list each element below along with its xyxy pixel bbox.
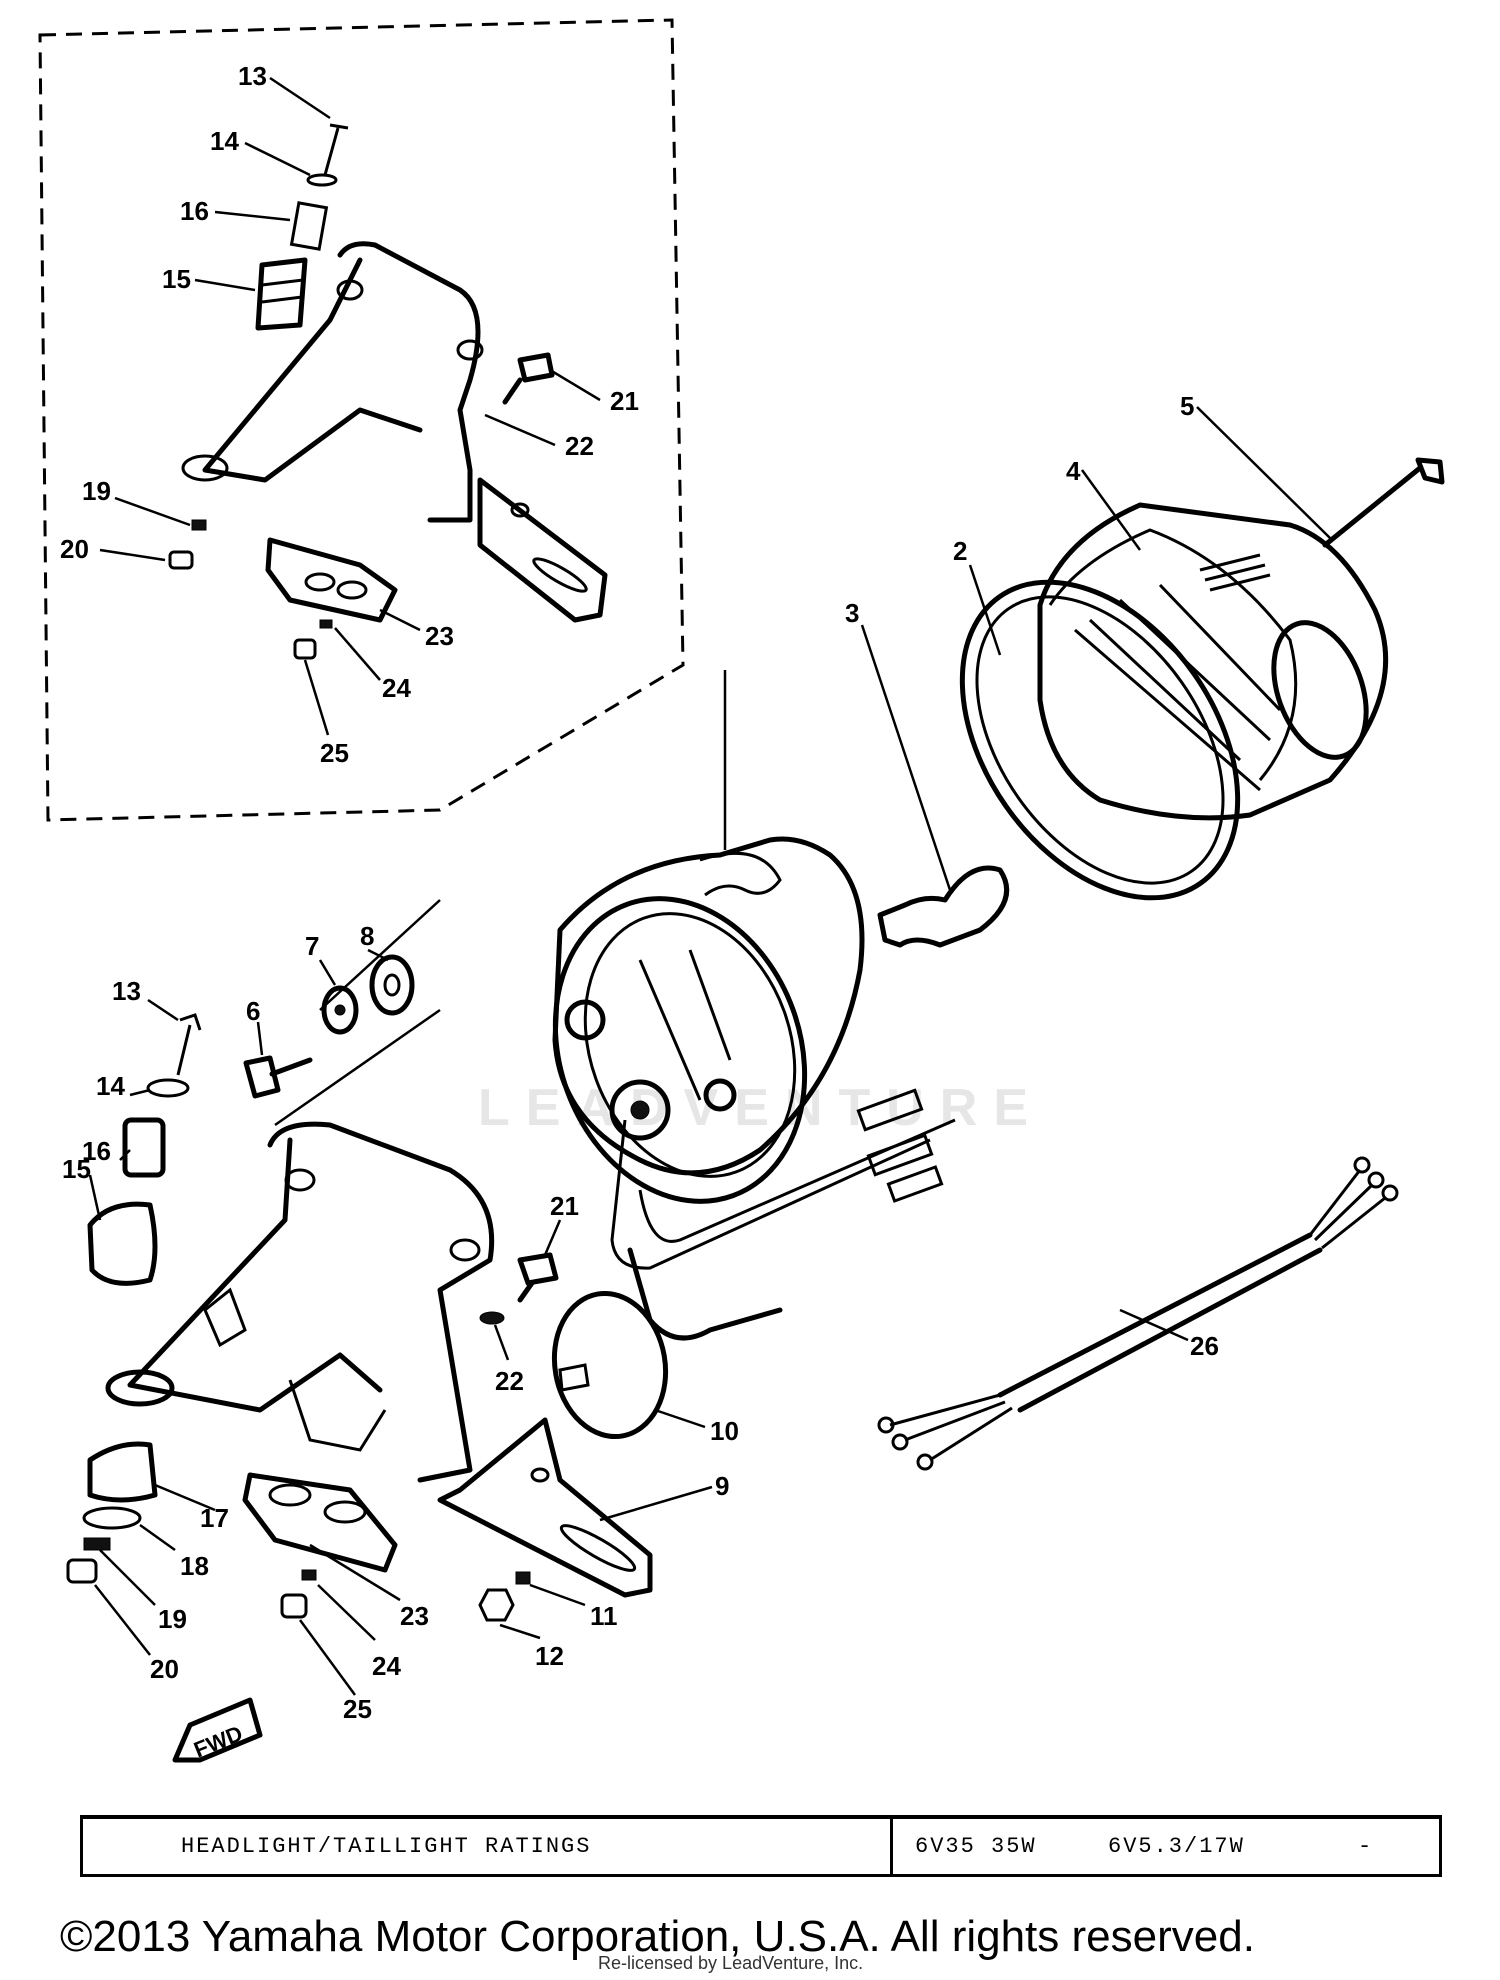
inset-callouts: 13 14 16 15 21 22 19 20 23 24 25 [60,61,639,768]
callout-6: 6 [246,996,260,1026]
leader-lines [88,76,1331,1696]
callout-20: 20 [150,1654,179,1684]
callout-4: 4 [1066,456,1081,486]
callout-2: 2 [953,536,967,566]
callout-18: 18 [180,1551,209,1581]
main-callouts: 5 4 2 3 8 7 6 13 14 16 15 21 22 26 10 9 … [62,391,1219,1724]
callout-inset-23: 23 [425,621,454,651]
callout-17: 17 [200,1503,229,1533]
plate-9 [437,1417,653,1598]
bulb-3 [877,865,1010,948]
ratings-table: HEADLIGHT/TAILLIGHT RATINGS 6V35 35W 6V5… [80,1815,1442,1877]
reflector-10 [551,1290,669,1440]
screw-5 [1322,457,1445,548]
mount-left [66,1013,202,1584]
callout-22: 22 [495,1366,524,1396]
ratings-extra: - [1358,1834,1374,1859]
callout-inset-21: 21 [610,386,639,416]
callout-inset-24: 24 [382,673,411,703]
callout-5: 5 [1180,391,1194,421]
callout-24: 24 [372,1651,401,1681]
callout-19: 19 [158,1604,187,1634]
ratings-label: HEADLIGHT/TAILLIGHT RATINGS [83,1819,893,1874]
lens-4 [1037,502,1389,821]
callout-inset-15: 15 [162,264,191,294]
inset-bracket-drawing [168,123,608,660]
headlight-rating: 6V35 35W [915,1834,1037,1859]
copyright-notice: ©2013 Yamaha Motor Corporation, U.S.A. A… [60,1912,1255,1961]
callout-10: 10 [710,1416,739,1446]
fwd-arrow: FWD [172,1697,263,1763]
callout-inset-25: 25 [320,738,349,768]
callout-inset-13: 13 [238,61,267,91]
taillight-rating: 6V5.3/17W [1108,1834,1245,1859]
fwd-label: FWD [190,1721,246,1763]
callout-8: 8 [360,921,374,951]
gasket-2 [959,579,1241,901]
callout-13: 13 [112,976,141,1006]
callout-7: 7 [305,931,319,961]
license-notice: Re-licensed by LeadVenture, Inc. [598,1953,864,1973]
bolt-6-washer-7-damper-8 [243,899,441,1127]
callout-26: 26 [1190,1331,1219,1361]
callout-15: 15 [62,1154,91,1184]
callout-inset-20: 20 [60,534,89,564]
callout-23: 23 [400,1601,429,1631]
callout-inset-19: 19 [82,476,111,506]
callout-inset-16: 16 [180,196,209,226]
bracket-main [105,1121,495,1483]
callout-25: 25 [343,1694,372,1724]
harness-26 [877,1156,1399,1471]
callout-inset-22: 22 [565,431,594,461]
callout-21: 21 [550,1191,579,1221]
callout-14: 14 [96,1071,125,1101]
callout-9: 9 [715,1471,729,1501]
lens-23 [242,1472,531,1622]
callout-11: 11 [590,1601,618,1631]
callout-inset-14: 14 [210,126,239,156]
callout-16: 16 [82,1136,111,1166]
housing-1 [552,670,865,1204]
callout-3: 3 [845,598,859,628]
callout-12: 12 [535,1641,564,1671]
bolt-21-washer-22 [479,1252,559,1325]
inset-box [38,18,685,822]
